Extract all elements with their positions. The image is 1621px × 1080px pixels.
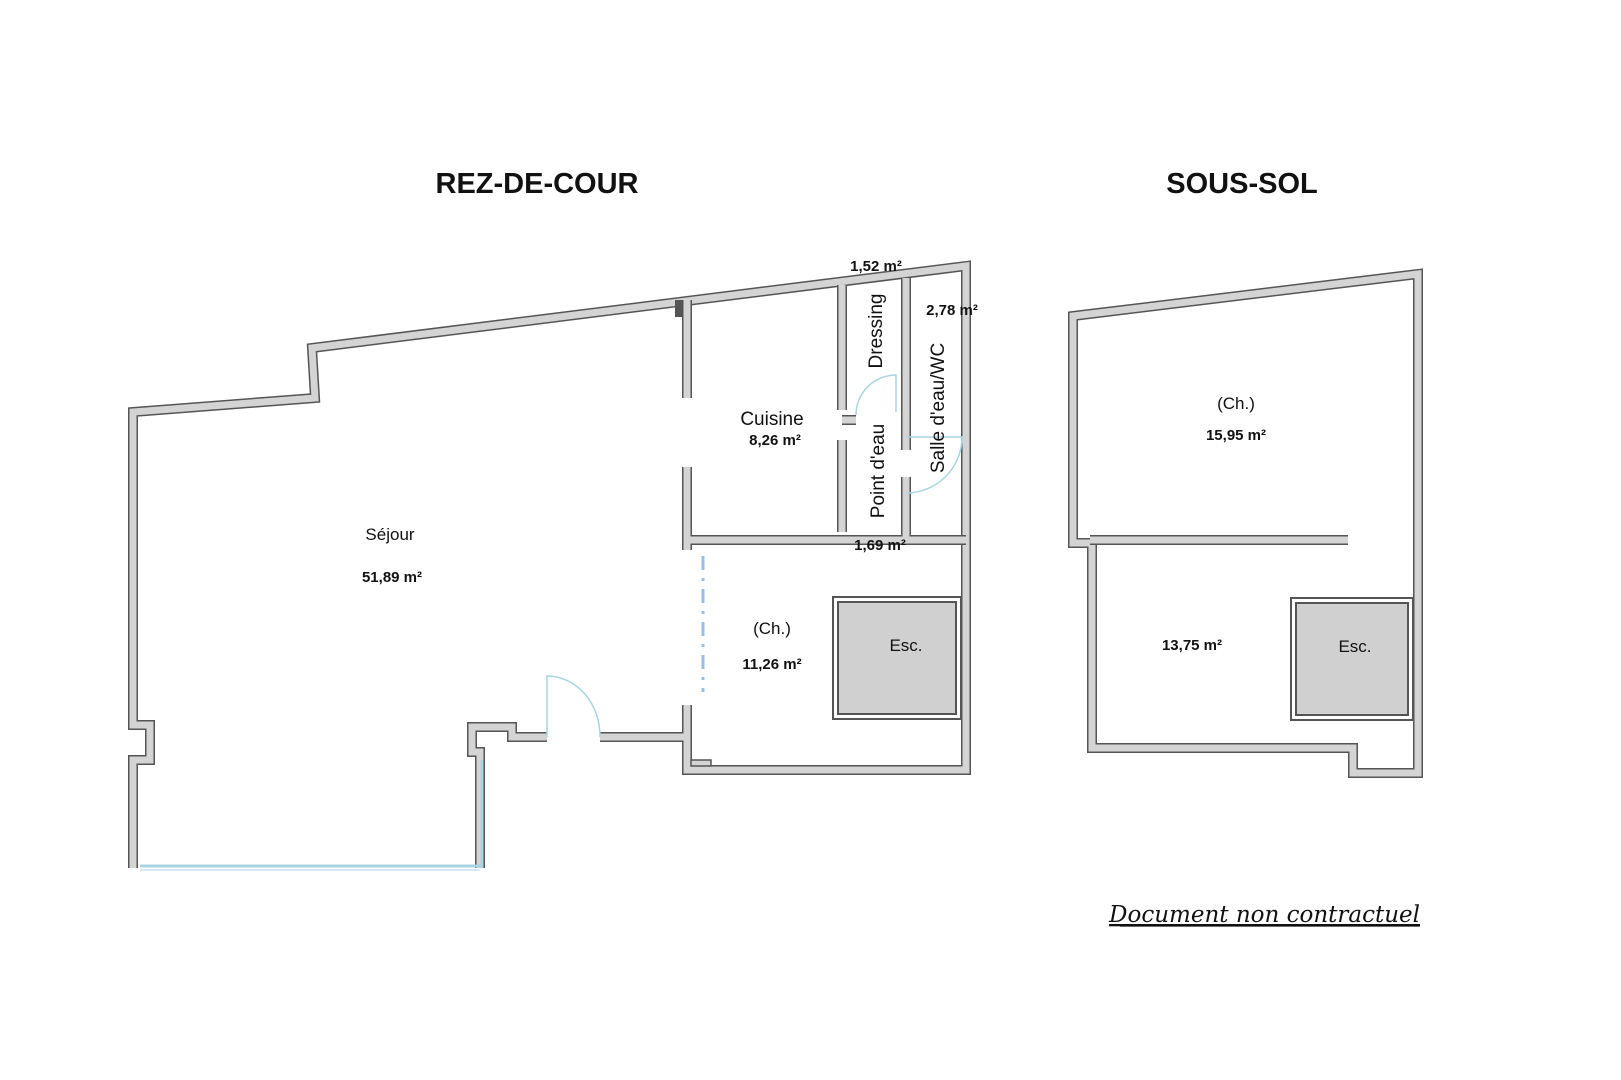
stairs-basement [1295, 602, 1409, 716]
room-area-chambre: 11,26 m² [742, 656, 801, 673]
disclaimer-note: Document non contractuel [1108, 902, 1420, 928]
room-area-sejour: 51,89 m² [362, 569, 422, 586]
basement-title: SOUS-SOL [1166, 168, 1317, 200]
room-label-sejour: Séjour [365, 525, 414, 544]
room-label-cuisine: Cuisine [740, 409, 803, 430]
stairs-label-ground: Esc. [889, 636, 922, 655]
room-label-dressing: Dressing [866, 294, 887, 369]
room-area-salle-eau: 2,78 m² [926, 302, 978, 319]
room-area-basement-chambre: 15,95 m² [1206, 427, 1266, 444]
stairs-label-basement: Esc. [1338, 637, 1371, 656]
entry-door-swing [546, 675, 601, 738]
room-area-cuisine: 8,26 m² [749, 432, 801, 449]
room-label-basement-chambre: (Ch.) [1217, 394, 1255, 413]
room-label-chambre: (Ch.) [753, 619, 791, 638]
stairs-ground [837, 601, 957, 715]
room-area-dressing: 1,52 m² [850, 258, 902, 275]
room-area-basement-room2: 13,75 m² [1162, 637, 1222, 654]
room-label-salle-eau: Salle d'eau/WC [928, 343, 949, 473]
room-area-point-eau: 1,69 m² [854, 537, 906, 554]
ground-floor-walls [128, 260, 971, 871]
basement-walls [1068, 268, 1423, 778]
ground-floor-title: REZ-DE-COUR [436, 168, 639, 200]
room-label-point-eau: Point d'eau [868, 424, 889, 518]
